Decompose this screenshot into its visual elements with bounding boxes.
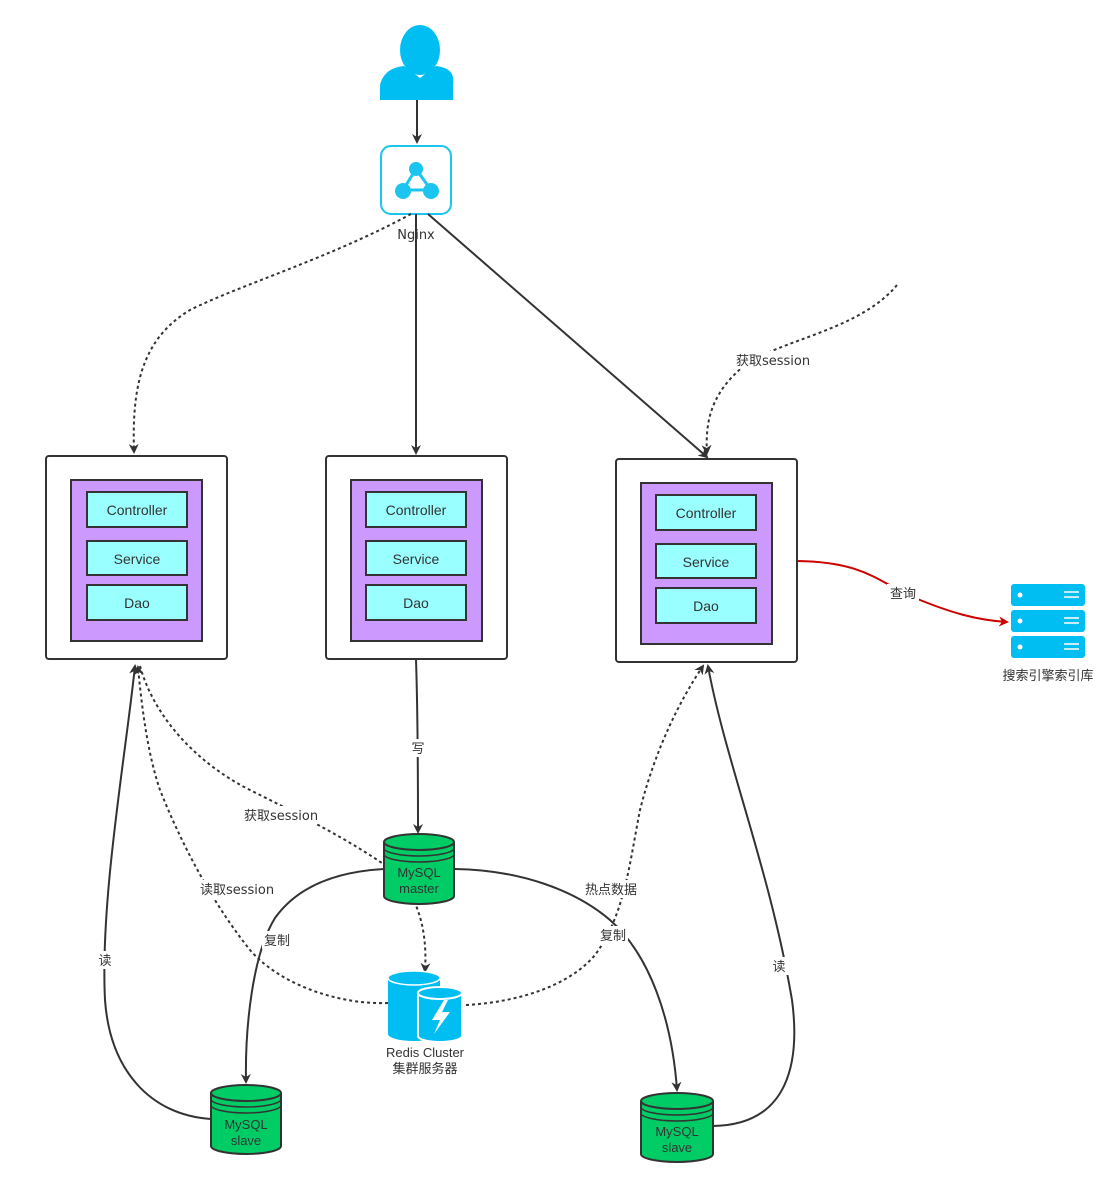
edge-label-read-session: 读取session xyxy=(200,883,274,898)
edge-nginx-server3 xyxy=(427,213,709,459)
edge-label-replicate-left: 复制 xyxy=(264,934,290,949)
redis-label-line2: 集群服务器 xyxy=(392,1061,457,1076)
edge-label-get-session-top: 获取session xyxy=(736,354,810,369)
nginx-icon xyxy=(380,145,452,215)
service-label: Service xyxy=(114,551,161,567)
app-server-2: Controller Service Dao xyxy=(325,455,508,660)
edge-nginx-server1 xyxy=(128,213,412,454)
app-server-1: Controller Service Dao xyxy=(45,455,228,660)
edge-hot-data xyxy=(465,664,705,1006)
edge-read-right xyxy=(704,664,796,1127)
user-icon xyxy=(380,25,454,100)
controller-layer xyxy=(655,494,757,531)
search-engine-icon xyxy=(1011,584,1085,658)
controller-layer xyxy=(365,491,467,528)
search-engine-label: 搜索引擎索引库 xyxy=(1002,668,1093,684)
service-label: Service xyxy=(683,554,730,570)
edge-label-replicate-right: 复制 xyxy=(600,929,626,944)
edge-label-hot-data: 热点数据 xyxy=(585,883,637,898)
edge-read-session xyxy=(133,665,389,1005)
edge-label-read-right: 读 xyxy=(772,960,785,975)
mysql-master-label-line1: MySQL xyxy=(397,865,440,880)
dao-label: Dao xyxy=(403,595,429,611)
mysql-slave-left-db xyxy=(210,1084,282,1155)
dao-label: Dao xyxy=(124,595,150,611)
controller-label: Controller xyxy=(107,502,168,518)
dao-layer xyxy=(655,587,757,624)
edge-query xyxy=(796,560,1009,627)
dao-layer xyxy=(86,584,188,621)
service-layer xyxy=(365,540,467,576)
dao-layer xyxy=(365,584,467,621)
edge-label-read-left: 读 xyxy=(98,954,111,969)
service-layer xyxy=(86,540,188,576)
edge-read-left xyxy=(103,664,212,1120)
controller-label: Controller xyxy=(386,502,447,518)
redis-label-line1: Redis Cluster xyxy=(386,1045,465,1060)
service-layer xyxy=(655,543,757,579)
mysql-slave-left-label-line1: MySQL xyxy=(224,1117,267,1132)
edge-label-write: 写 xyxy=(411,742,424,757)
mysql-slave-left-label-line2: slave xyxy=(231,1133,261,1148)
service-label: Service xyxy=(393,551,440,567)
mysql-slave-right-label-line1: MySQL xyxy=(655,1124,698,1139)
edge-label-get-session-mid: 获取session xyxy=(244,809,318,824)
app-server-3: Controller Service Dao xyxy=(615,458,798,663)
dao-label: Dao xyxy=(693,598,719,614)
controller-layer xyxy=(86,491,188,528)
edge-label-query: 查询 xyxy=(890,587,916,602)
mysql-master-label-line2: master xyxy=(399,881,439,896)
redis-cluster-icon xyxy=(387,970,463,1043)
mysql-slave-right-db xyxy=(640,1092,714,1163)
edge-replicate-right xyxy=(454,868,682,1092)
mysql-slave-right-label-line2: slave xyxy=(662,1140,692,1155)
mysql-master-db xyxy=(383,833,455,905)
controller-label: Controller xyxy=(676,505,737,521)
edge-replicate-left xyxy=(240,868,385,1084)
